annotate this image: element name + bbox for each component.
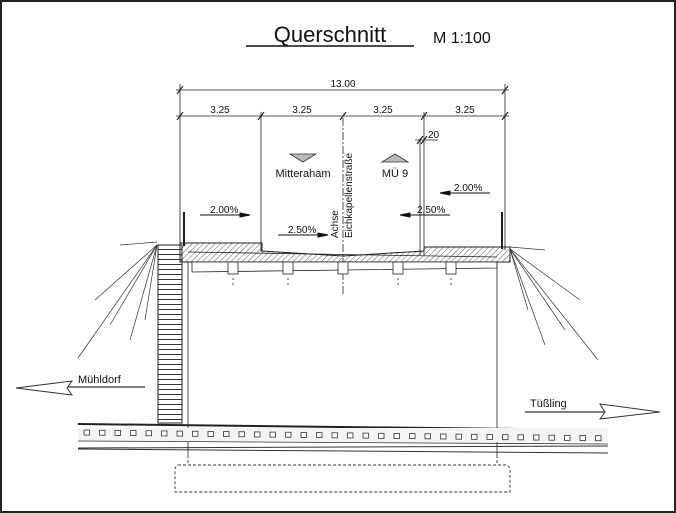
direction-down-triangle-icon bbox=[288, 153, 318, 163]
railway-sleeper bbox=[455, 433, 462, 440]
railway-sleeper bbox=[130, 430, 137, 436]
railway-sleeper bbox=[564, 434, 571, 441]
railway-sleeper bbox=[331, 432, 338, 439]
axis-label-achse: Achse bbox=[330, 210, 341, 238]
slope-left-outer: 2.00% bbox=[210, 205, 238, 216]
railway-sleeper bbox=[533, 434, 540, 441]
railway-sleeper bbox=[502, 434, 509, 441]
railway-sleeper bbox=[223, 431, 230, 438]
dimension-lane-2: 3.25 bbox=[292, 105, 312, 116]
railway-sleeper bbox=[362, 432, 369, 439]
dimension-lane-4: 3.25 bbox=[455, 105, 475, 116]
direction-muehldorf: Mühldorf bbox=[78, 374, 122, 386]
railway-sleeper bbox=[440, 433, 447, 440]
left-abutment bbox=[157, 244, 183, 424]
railway-sleeper bbox=[579, 435, 586, 441]
drawing-title: Querschnitt bbox=[274, 22, 387, 47]
railway-sleeper bbox=[517, 434, 524, 441]
dimension-total: 13.00 bbox=[330, 79, 355, 90]
dimension-lines bbox=[176, 84, 509, 255]
railway-sleeper bbox=[424, 433, 431, 440]
left-embankment bbox=[77, 241, 158, 359]
arrow-tuessling-icon bbox=[525, 403, 661, 420]
railway-sleeper bbox=[595, 435, 602, 442]
dimension-lane-1: 3.25 bbox=[210, 105, 230, 116]
slope-right-inner: 2.50% bbox=[417, 205, 445, 216]
direction-mue9: MÜ 9 bbox=[382, 168, 408, 180]
direction-tuessling: Tüßling bbox=[530, 398, 567, 410]
railway-sleeper bbox=[269, 431, 276, 438]
railway-sleeper bbox=[145, 430, 152, 437]
dimension-offset: 20 bbox=[428, 130, 440, 141]
slope-arrows bbox=[200, 190, 490, 238]
railing-posts bbox=[183, 212, 503, 249]
railway-sleeper bbox=[114, 430, 121, 436]
railway-sleeper bbox=[254, 431, 261, 438]
slope-left-inner: 2.50% bbox=[288, 225, 316, 236]
dimension-lane-3: 3.25 bbox=[373, 105, 393, 116]
railway-sleeper bbox=[207, 431, 214, 437]
railway-sleeper bbox=[393, 433, 400, 439]
direction-up-triangle-icon bbox=[380, 153, 410, 163]
drawing-scale: M 1:100 bbox=[433, 30, 491, 47]
direction-mitteraham: Mitteraham bbox=[275, 168, 330, 180]
railway-track bbox=[77, 423, 609, 454]
railway-sleeper bbox=[471, 433, 478, 440]
railway-sleeper bbox=[347, 432, 354, 439]
railway-sleeper bbox=[300, 432, 307, 438]
railway-sleeper bbox=[548, 434, 555, 441]
railway-sleeper bbox=[192, 430, 199, 437]
railway-sleeper bbox=[409, 433, 416, 440]
railway-sleeper bbox=[316, 432, 323, 439]
foundation-outline bbox=[174, 455, 511, 493]
railway-sleeper bbox=[176, 430, 183, 437]
axis-label-street: Eichkapellenstraße bbox=[344, 153, 355, 238]
railway-sleeper bbox=[161, 430, 168, 437]
bridge-deck bbox=[179, 242, 511, 285]
slope-right-outer: 2.00% bbox=[454, 183, 482, 194]
railway-sleeper bbox=[238, 431, 245, 438]
railway-sleeper bbox=[83, 429, 90, 436]
right-embankment bbox=[509, 246, 599, 361]
railway-sleeper bbox=[486, 434, 493, 440]
railway-sleeper bbox=[285, 431, 292, 438]
railway-sleeper bbox=[378, 432, 385, 439]
railway-sleeper bbox=[99, 429, 106, 436]
arrow-muehldorf-icon bbox=[15, 380, 145, 396]
